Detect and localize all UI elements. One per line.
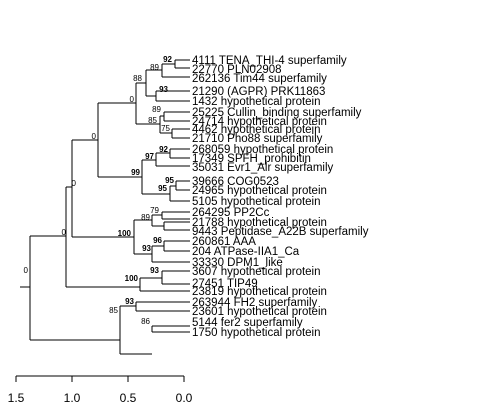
leaf-label: 264295 PP2Cc (192, 207, 270, 219)
support-value: 89 (150, 63, 159, 72)
support-value: 85 (109, 306, 118, 315)
support-value: 95 (158, 184, 167, 193)
support-value: 99 (131, 168, 140, 177)
support-value: 97 (145, 152, 154, 161)
leaf-label: 4462 hypothetical protein (192, 124, 321, 136)
leaf-label: 260861 AAA (192, 236, 256, 248)
support-value: 0 (92, 132, 97, 141)
tree-branches (20, 59, 190, 355)
leaf-label: 35031 Evr1_Alr superfamily (192, 162, 334, 174)
axis-tick-label: 1.0 (64, 391, 81, 405)
leaf-label: 9443 Peptidase_A22B superfamily (192, 226, 369, 238)
axis-tick-label: 0.5 (120, 391, 137, 405)
leaf-label: 33330 DPM1_like (192, 257, 283, 269)
support-value: 95 (165, 176, 174, 185)
support-value: 89 (141, 213, 150, 222)
leaf-label: 23601 hypothetical protein (192, 306, 327, 318)
leaf-label: 25225 Cullin_binding superfamily (192, 107, 362, 119)
support-value: 92 (163, 55, 172, 64)
leaf-label: 21788 hypothetical protein (192, 217, 327, 229)
support-value: 0 (24, 266, 29, 275)
support-value: 0 (130, 95, 135, 104)
support-value: 93 (150, 266, 159, 275)
axis-tick-label: 1.5 (8, 391, 25, 405)
leaf-label: 23819 hypothetical protein (192, 286, 327, 298)
leaf-label: 5144 fer2 superfamily (192, 317, 303, 329)
support-value: 75 (161, 124, 170, 133)
leaf-label: 4111 TENA_THI-4 superfamily (192, 55, 347, 67)
support-value: 86 (141, 317, 150, 326)
leaf-label: 262136 Tim44 superfamily (192, 73, 327, 85)
support-value: 0 (72, 179, 77, 188)
leaf-label: 39666 COG0523 (192, 176, 279, 188)
leaf-label: 24965 hypothetical protein (192, 185, 327, 197)
support-value: 88 (133, 74, 142, 83)
support-value: 85 (148, 116, 157, 125)
leaf-label: 204 ATPase-IIA1_Ca (192, 246, 300, 258)
leaf-label: 268059 hypothetical protein (192, 144, 333, 156)
support-values: 92 89 88 93 0 89 85 75 0 92 97 99 95 95 … (24, 55, 175, 326)
leaf-labels: 4111 TENA_THI-4 superfamily 22770 PLN029… (192, 55, 369, 339)
distance-axis: 1.5 1.0 0.5 0.0 (8, 375, 193, 405)
leaf-label: 1432 hypothetical protein (192, 96, 321, 108)
support-value: 93 (125, 297, 134, 306)
support-value: 0 (62, 228, 67, 237)
leaf-label: 21290 (AGPR) PRK11863 (192, 86, 325, 98)
leaf-label: 1750 hypothetical protein (192, 327, 321, 339)
leaf-label: 17349 SPFH_prohibitin (192, 153, 311, 165)
support-value: 79 (150, 206, 159, 215)
support-value: 96 (153, 236, 162, 245)
leaf-label: 22770 PLN02908 (192, 64, 282, 76)
leaf-label: 27451 TIP49 (192, 278, 258, 290)
support-value: 100 (125, 274, 139, 283)
support-value: 93 (159, 85, 168, 94)
leaf-label: 3607 hypothetical protein (192, 266, 321, 278)
axis-tick-label: 0.0 (176, 391, 193, 405)
leaf-label: 24714 hypothetical protein (192, 116, 327, 128)
leaf-label: 5105 hypothetical protein (192, 196, 321, 208)
support-value: 93 (142, 244, 151, 253)
support-value: 89 (152, 105, 161, 114)
leaf-label: 263944 FH2 superfamily (192, 297, 318, 309)
support-value: 92 (159, 145, 168, 154)
support-value: 100 (118, 229, 132, 238)
leaf-label: 21710 Pho88 superfamily (192, 133, 323, 145)
